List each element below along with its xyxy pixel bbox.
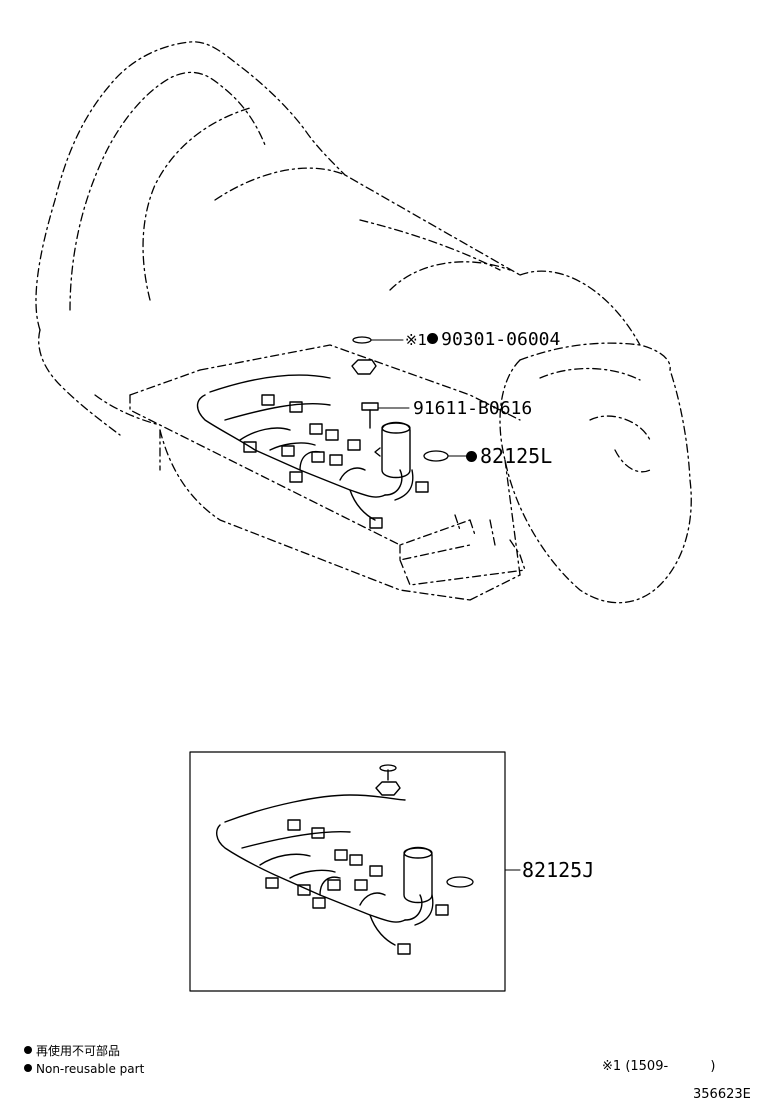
legend-dot-icon <box>24 1046 32 1054</box>
wire-harness-inset <box>216 769 449 955</box>
non-reusable-dot-icon <box>466 451 477 462</box>
valve-body-outline <box>129 344 526 586</box>
wire-harness-main <box>196 359 429 529</box>
footnote-range-close: ) <box>710 1059 716 1074</box>
washer-part-number: 90301-06004 <box>441 329 561 350</box>
legend-en: Non-reusable part <box>24 1063 144 1075</box>
legend-jp-text: 再使用不可部品 <box>36 1044 121 1058</box>
diagram-id: 356623E <box>693 1087 751 1102</box>
harness-assy-part-number: 82125J <box>522 858 595 882</box>
transmission-case-outline <box>35 41 692 604</box>
leader-lines <box>370 339 521 871</box>
legend-en-text: Non-reusable part <box>36 1062 145 1076</box>
gasket-shape <box>423 450 449 462</box>
bolt-part-number: 91611-B0616 <box>413 398 533 419</box>
footnote-marker: ※1 <box>602 1059 622 1074</box>
harness-assembly-frame <box>189 751 506 992</box>
washer-shape <box>352 336 372 344</box>
gasket-part-label[interactable]: 82125L <box>466 446 552 466</box>
bolt-part-label[interactable]: 91611-B0616 <box>413 400 532 418</box>
footnote-range: (1509- <box>625 1059 669 1074</box>
non-reusable-dot-icon <box>427 333 439 344</box>
inset-gasket-shape <box>446 876 474 888</box>
gasket-part-number: 82125L <box>480 444 553 468</box>
washer-part-label[interactable]: ※1 90301-06004 <box>405 331 560 349</box>
harness-assy-part-label[interactable]: 82125J <box>522 860 594 880</box>
footnote-marker: ※1 <box>405 331 428 349</box>
inset-washer-shape <box>379 764 397 772</box>
footnote: ※1 (1509- ) <box>602 1060 715 1073</box>
legend-jp: 再使用不可部品 <box>24 1045 120 1057</box>
legend-dot-icon <box>24 1064 32 1072</box>
